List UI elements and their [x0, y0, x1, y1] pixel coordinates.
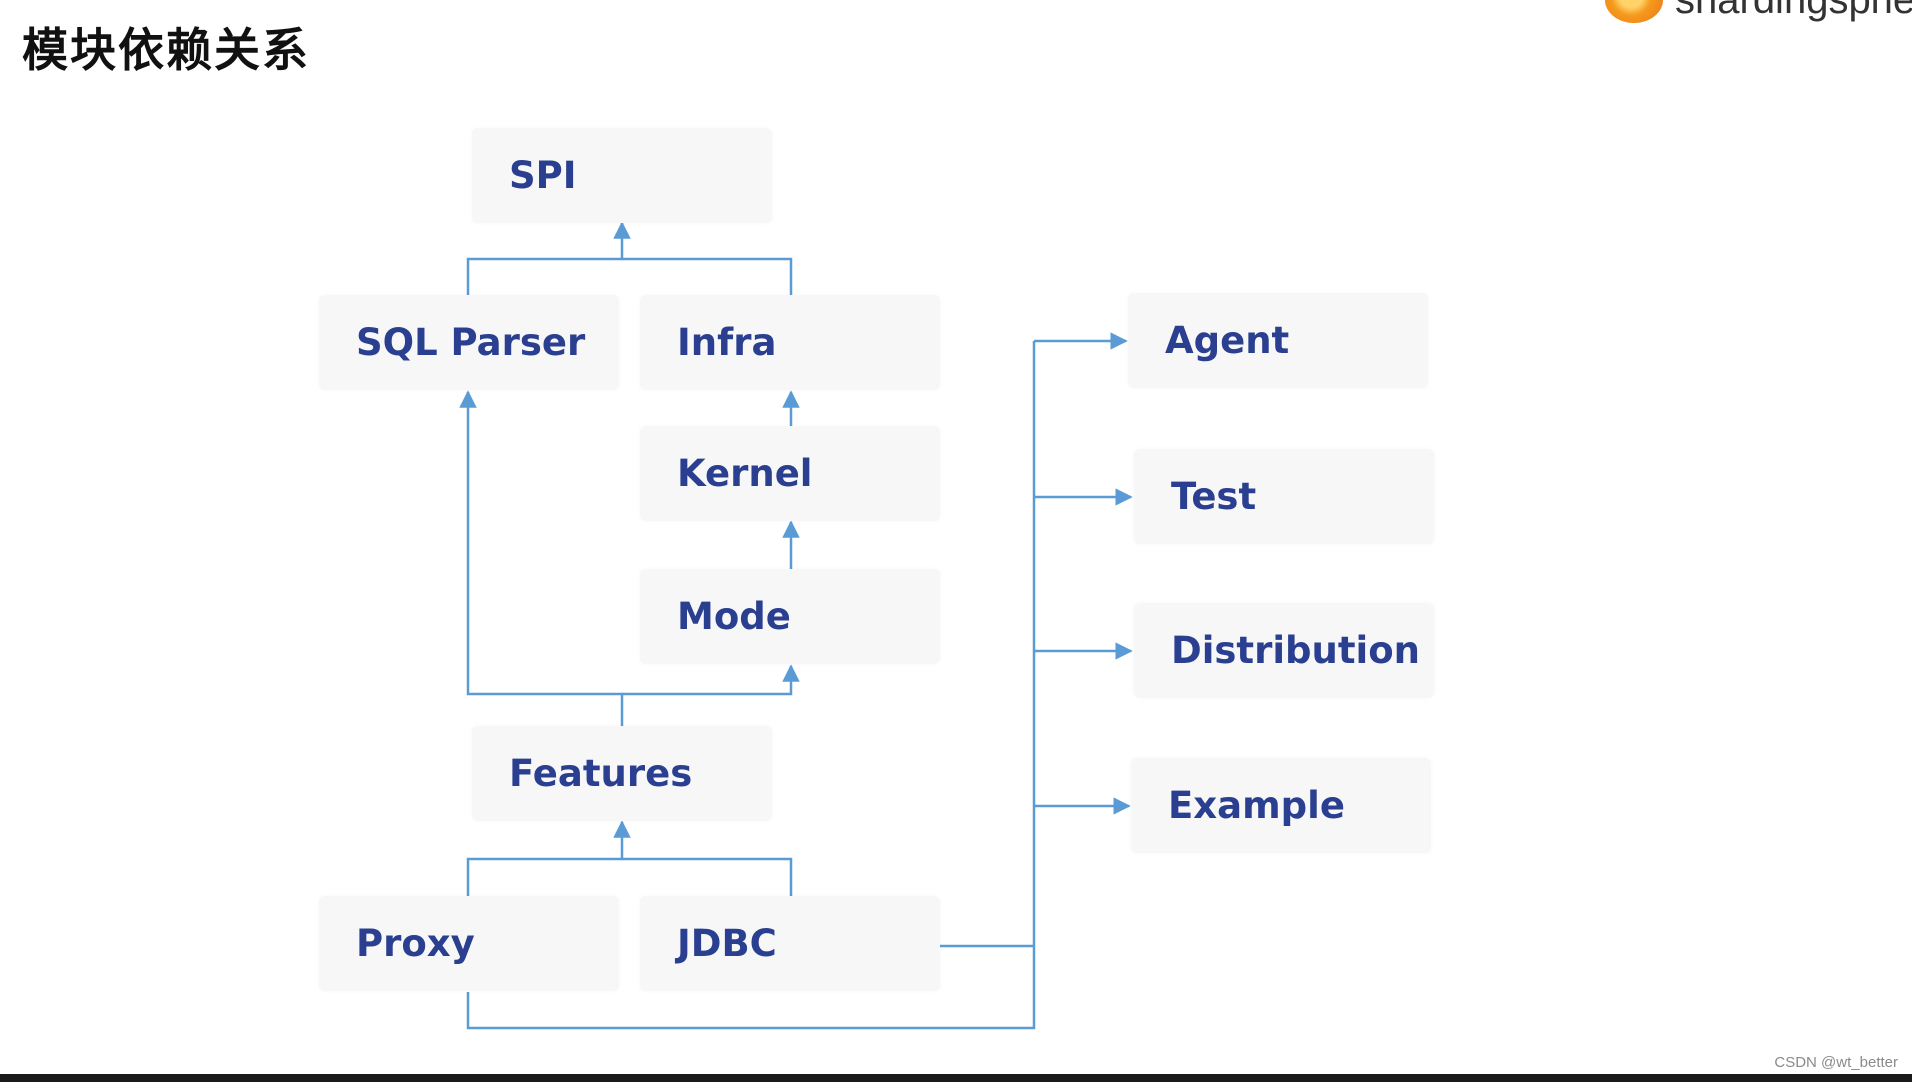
node-label: Distribution — [1171, 629, 1420, 672]
node-label: Kernel — [677, 452, 813, 495]
edge-features-to-mode — [622, 664, 800, 696]
node-label: SPI — [509, 154, 577, 197]
node-label: Mode — [677, 595, 791, 638]
node-test: Test — [1134, 449, 1434, 544]
node-distribution: Distribution — [1134, 603, 1434, 698]
node-jdbc: JDBC — [640, 896, 940, 991]
edge-proxy-bus — [466, 341, 1036, 1030]
edge-sqlparser-to-spi — [466, 221, 631, 295]
node-label: Features — [509, 752, 693, 795]
node-example: Example — [1131, 758, 1431, 853]
node-sql-parser: SQL Parser — [319, 295, 619, 390]
edge-proxy-to-features — [466, 820, 631, 896]
node-label: Infra — [677, 321, 777, 364]
node-features: Features — [472, 726, 772, 821]
page-title: 模块依赖关系 — [22, 23, 310, 77]
node-infra: Infra — [640, 295, 940, 390]
shardingsphere-logo-icon — [1605, 0, 1663, 23]
node-label: Proxy — [356, 922, 475, 965]
watermark: CSDN @wt_better — [1774, 1054, 1898, 1071]
node-spi: SPI — [472, 128, 772, 223]
brand-text: shardingsphere — [1675, 0, 1912, 23]
bottom-bar — [0, 1074, 1912, 1082]
node-label: Agent — [1165, 319, 1290, 362]
node-proxy: Proxy — [319, 896, 619, 991]
edge-infra-to-spi — [622, 257, 793, 295]
node-agent: Agent — [1128, 293, 1428, 388]
node-label: Example — [1168, 784, 1345, 827]
node-kernel: Kernel — [640, 426, 940, 521]
edge-features-to-sqlparser — [459, 390, 624, 726]
edge-jdbc-to-features — [622, 857, 793, 896]
node-label: Test — [1171, 475, 1257, 518]
node-label: SQL Parser — [356, 321, 586, 364]
brand-logo: shardingsphere — [1605, 0, 1912, 23]
node-mode: Mode — [640, 569, 940, 664]
node-label: JDBC — [677, 922, 777, 965]
